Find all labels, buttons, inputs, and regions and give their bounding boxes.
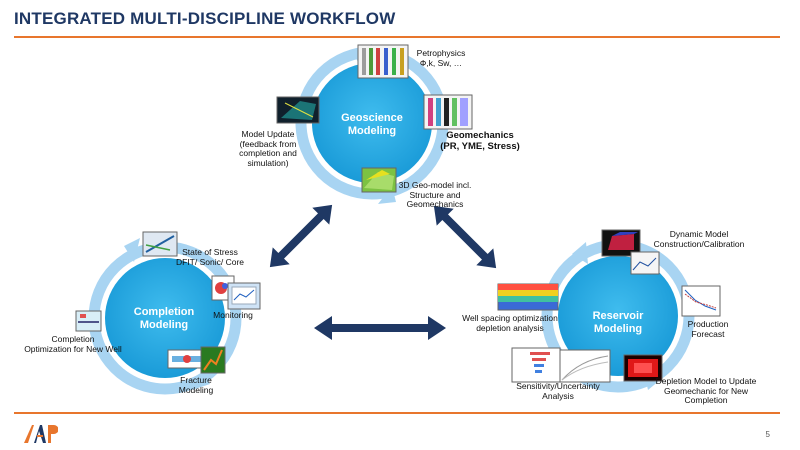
- reservoir-label: Reservoir Modeling: [592, 310, 644, 335]
- depletion-line1: Depletion Model to Update: [655, 376, 757, 386]
- well-spacing-label: Well spacing optimization depletion anal…: [454, 313, 566, 333]
- geomechanics-line2: (PR, YME, Stress): [440, 141, 520, 152]
- stress-label: State of Stress DFIT/ Sonic/ Core: [170, 247, 250, 267]
- dynamic-line1: Dynamic Model: [669, 229, 729, 239]
- geo-model-line1: 3D Geo-model incl.: [398, 180, 472, 190]
- geoscience-label-line2: Modeling: [347, 125, 397, 137]
- production-thumbnail: [681, 285, 721, 317]
- petrophysics-line2: Ф,k, Sw, …: [419, 57, 463, 68]
- reservoir-circle: [558, 256, 678, 376]
- completion-circle: [105, 258, 225, 378]
- company-logo: [24, 425, 58, 443]
- dynamic-line2: Construction/Calibration: [653, 238, 745, 249]
- model-update-thumbnail: [276, 96, 320, 124]
- geo-model-line2: Structure and: [409, 189, 461, 200]
- petrophysics-label: Petrophysics Ф,k, Sw, …: [408, 48, 474, 68]
- model-update-line3: completion and: [239, 148, 297, 158]
- slide-title: INTEGRATED MULTI-DISCIPLINE WORKFLOW: [14, 9, 396, 28]
- dynamic-model-thumbnail: [601, 229, 660, 275]
- geoscience-circle: [312, 63, 432, 183]
- completion-opt-line2: Optimization for New Well: [24, 343, 122, 354]
- page-number: 5: [765, 430, 770, 439]
- geomechanics-line1: Geomechanics: [446, 130, 514, 141]
- completion-label: Completion Modeling: [124, 306, 204, 332]
- depletion-line3: Completion: [684, 395, 728, 405]
- model-update-line4: simulation): [247, 157, 289, 168]
- fracture-line2: Modeling: [178, 384, 214, 395]
- geoscience-label-line1: Geoscience: [341, 112, 403, 124]
- double-arrows: [269, 204, 497, 340]
- arrow-geo-reservoir: [433, 205, 497, 269]
- depletion-label: Depletion Model to Update Geomechanic fo…: [648, 376, 764, 406]
- geo-model-line3: Geomechanics: [406, 199, 464, 209]
- sensitivity-line2: Analysis: [542, 390, 574, 401]
- depletion-thumbnail: [623, 354, 663, 382]
- model-update-label: Model Update (feedback from completion a…: [228, 129, 308, 168]
- completion-opt-label: Completion Optimization for New Well: [18, 334, 128, 354]
- geomechanics-label: Geomechanics (PR, YME, Stress): [430, 130, 530, 152]
- production-line1: Production: [687, 319, 729, 329]
- geo-model-thumbnail: [361, 167, 397, 193]
- sensitivity-label: Sensitivity/Uncertainty Analysis: [504, 381, 612, 401]
- stress-thumbnail: [142, 231, 178, 257]
- fracture-label: Fracture Modeling: [166, 375, 226, 395]
- well-spacing-thumbnail: [497, 283, 559, 311]
- sensitivity-thumbnail: [511, 347, 611, 383]
- title-divider: [14, 36, 780, 38]
- footer-divider: [14, 412, 780, 414]
- depletion-line2: Geomechanic for New: [663, 385, 749, 396]
- production-line2: Forecast: [691, 328, 725, 339]
- stress-line1: State of Stress: [182, 247, 238, 257]
- completion-label-line2: Modeling: [139, 319, 189, 331]
- arrow-completion-reservoir: [314, 316, 446, 340]
- monitoring-label: Monitoring: [213, 310, 253, 320]
- arrow-geo-completion: [269, 204, 333, 268]
- model-update-line2: (feedback from: [239, 138, 297, 149]
- geoscience-label: Geoscience Modeling: [332, 112, 412, 138]
- completion-opt-thumbnail: [75, 310, 102, 332]
- completion-opt-line1: Completion: [51, 334, 95, 344]
- sensitivity-line1: Sensitivity/Uncertainty: [516, 381, 600, 391]
- completion-label-line1: Completion: [133, 306, 195, 318]
- fracture-thumbnail: [167, 346, 226, 374]
- production-label: Production Forecast: [676, 319, 740, 339]
- well-spacing-line1: Well spacing optimization: [462, 313, 558, 323]
- geo-model-label: 3D Geo-model incl. Structure and Geomech…: [392, 180, 478, 210]
- fracture-line1: Fracture: [180, 375, 212, 385]
- petrophysics-thumbnail: [357, 44, 409, 79]
- model-update-line1: Model Update: [241, 129, 295, 139]
- stress-line2: DFIT/ Sonic/ Core: [175, 256, 245, 267]
- dynamic-model-label: Dynamic Model Construction/Calibration: [640, 229, 758, 249]
- geomechanics-thumbnail: [423, 94, 473, 130]
- monitoring-thumbnail: [211, 275, 261, 310]
- well-spacing-line2: depletion analysis: [476, 322, 544, 333]
- petrophysics-line1: Petrophysics: [416, 48, 466, 58]
